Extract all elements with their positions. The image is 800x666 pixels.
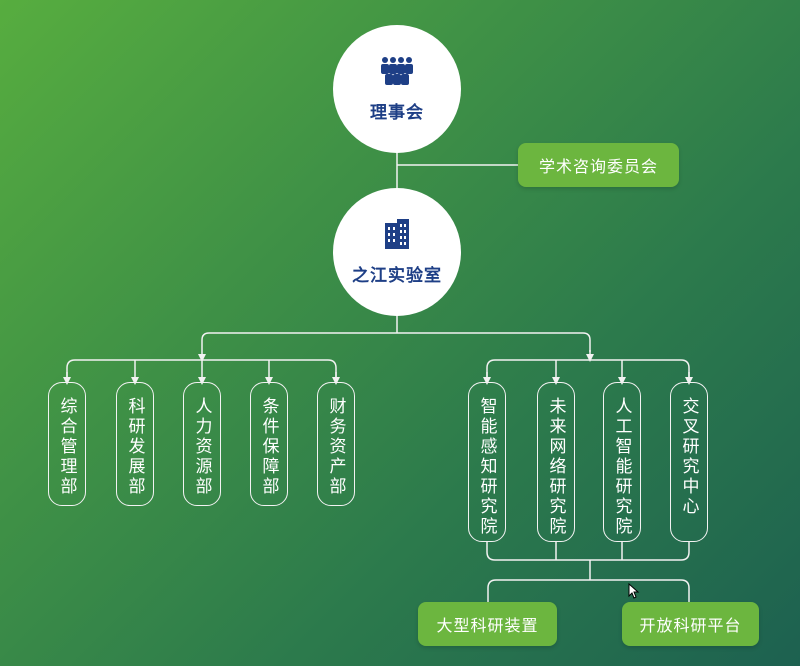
- department-label: 条件保障部: [258, 397, 279, 497]
- department-box: 人力资源部: [183, 382, 221, 506]
- people-group-icon: [379, 56, 415, 90]
- lab-label: 之江实验室: [352, 265, 442, 286]
- department-label: 综合管理部: [56, 397, 77, 497]
- institute-label: 智能感知研究院: [476, 397, 497, 537]
- department-box: 综合管理部: [48, 382, 86, 506]
- platform-open-research: 开放科研平台: [622, 602, 759, 646]
- institute-box: 人工智能研究院: [603, 382, 641, 542]
- department-box: 条件保障部: [250, 382, 288, 506]
- board-node: 理事会: [333, 25, 461, 153]
- lab-node: 之江实验室: [333, 188, 461, 316]
- department-label: 财务资产部: [325, 397, 346, 497]
- department-label: 人力资源部: [191, 397, 212, 497]
- mouse-cursor-icon: [628, 583, 640, 599]
- building-icon: [383, 218, 411, 253]
- institute-box: 交叉研究中心: [670, 382, 708, 542]
- platform-large-facility: 大型科研装置: [418, 602, 557, 646]
- institute-box: 未来网络研究院: [537, 382, 575, 542]
- institute-label: 人工智能研究院: [611, 397, 632, 537]
- institute-box: 智能感知研究院: [468, 382, 506, 542]
- department-label: 科研发展部: [124, 397, 145, 497]
- board-label: 理事会: [370, 102, 424, 123]
- institute-label: 未来网络研究院: [545, 397, 566, 537]
- department-box: 财务资产部: [317, 382, 355, 506]
- department-box: 科研发展部: [116, 382, 154, 506]
- advisory-committee: 学术咨询委员会: [518, 143, 679, 187]
- institute-label: 交叉研究中心: [678, 397, 699, 517]
